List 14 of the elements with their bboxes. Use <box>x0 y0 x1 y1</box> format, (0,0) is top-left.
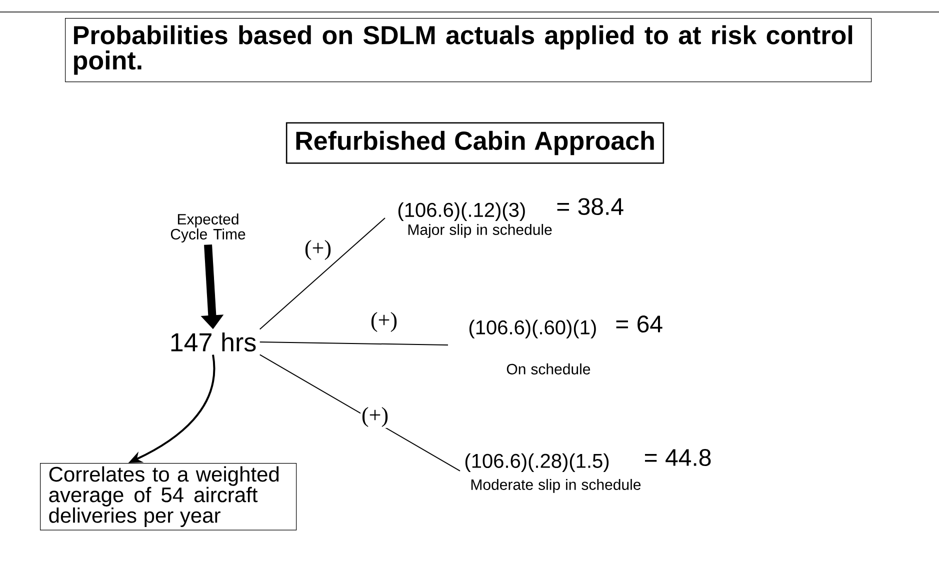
branch-line <box>259 218 386 330</box>
note-box: Correlates to a weighted average of 54 aircraft deliveries per year <box>40 463 297 530</box>
title-box: Refurbished Cabin Approach <box>286 122 664 164</box>
edge-label: (+) <box>369 311 399 333</box>
cycle-time-label: Expected Cycle Time <box>170 214 246 242</box>
calculation-text: (106.6)(.28)(1.5) = 44.8 Moderate slip in schedule <box>465 449 711 493</box>
edge-label: (+) <box>303 239 333 261</box>
hours-value: 147 hrs <box>171 332 256 352</box>
calculation-text: (106.6)(.12)(3) = 38.4 Major slip in schedule <box>398 198 624 238</box>
calculation-text: (106.6)(.60)(1) = 64 On schedule <box>469 316 662 374</box>
edge-label: (+) <box>360 406 390 428</box>
header-box: Probabilities based on SDLM actuals applied to at risk control point. <box>65 18 872 82</box>
branch-line <box>259 342 448 346</box>
branch-line <box>259 354 460 472</box>
